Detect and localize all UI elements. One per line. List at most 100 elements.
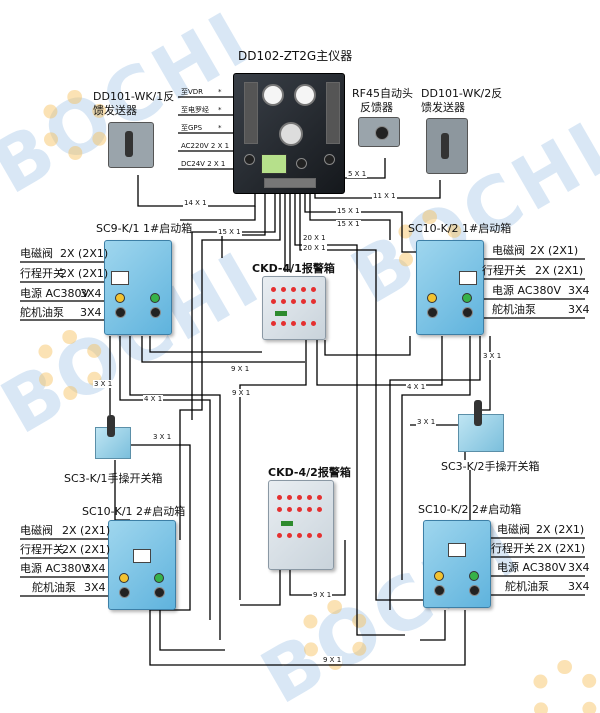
output-mark: * <box>218 88 222 96</box>
switch-knob-icon <box>154 587 165 598</box>
control-strip <box>326 82 340 144</box>
starter-box-sc9 <box>104 240 172 335</box>
starter-sc10-k2-1-title: SC10-K/2 1#启动箱 <box>408 222 512 235</box>
cable-label: 3 X 1 <box>416 418 437 426</box>
starter-sc10-k1-2-title: SC10-K/1 2#启动箱 <box>82 505 186 518</box>
cable-label: 4 X 1 <box>143 395 164 403</box>
cable-label: 20 X 1 <box>302 244 327 252</box>
lcd-screen <box>261 154 287 174</box>
meter-icon <box>111 271 129 285</box>
feedback-2-title-line2: 馈发送器 <box>421 101 465 114</box>
rf45-title-line1: RF45自动头 <box>352 87 413 100</box>
sc9-row-2-value: 2X (2X1) <box>60 267 109 280</box>
sc10-k2-1-row-2-label: 行程开关 <box>482 264 526 277</box>
sc9-row-1-value: 2X (2X1) <box>60 247 109 260</box>
main-unit-title: DD102-ZT2G主仪器 <box>238 49 353 63</box>
output-dc24-label: DC24V 2 X 1 <box>181 160 226 168</box>
indicator-icon <box>275 311 287 316</box>
switch-knob-icon <box>434 585 445 596</box>
lever-icon <box>125 131 133 157</box>
manual-switch-box-1 <box>95 415 131 460</box>
sc10-k2-2-row-1-label: 电磁阀 <box>497 523 530 536</box>
starter-sc9-title: SC9-K/1 1#启动箱 <box>96 222 193 235</box>
sc9-row-4-value: 3X4 <box>80 306 102 319</box>
lamp-icon <box>469 571 479 581</box>
bottom-panel <box>264 178 316 188</box>
starter-box-sc10-k2-2 <box>423 520 491 608</box>
meter-icon <box>459 271 477 285</box>
starter-box-sc10-k2-1 <box>416 240 484 335</box>
gauge-icon <box>262 84 284 106</box>
meter-icon <box>448 543 466 557</box>
lamp-icon <box>427 293 437 303</box>
lamp-icon <box>434 571 444 581</box>
output-vdr-label: 至VDR <box>181 88 204 96</box>
sc10-k2-2-row-4-label: 舵机油泵 <box>505 580 549 593</box>
meter-icon <box>133 549 151 563</box>
sc10-k2-1-row-1-value: 2X (2X1) <box>530 244 579 257</box>
sc10-k1-2-row-1-value: 2X (2X1) <box>62 524 111 537</box>
sc10-k2-1-row-3-value: 3X4 <box>568 284 590 297</box>
cable-label: 11 X 1 <box>372 192 397 200</box>
sc10-k2-2-row-3-label: 电源 AC380V <box>497 561 567 574</box>
output-ac220-label: AC220V 2 X 1 <box>181 142 230 150</box>
sc10-k2-2-row-2-label: 行程开关 <box>491 542 535 555</box>
switch-1-title: SC3-K/1手操开关箱 <box>64 472 163 485</box>
sc9-row-1-label: 电磁阀 <box>20 247 53 260</box>
rf45-feedback-unit <box>358 117 400 147</box>
lamp-icon <box>154 573 164 583</box>
lever-icon <box>107 415 115 437</box>
cable-label: 15 X 1 <box>217 228 242 236</box>
feedback-transmitter-2 <box>426 118 468 174</box>
control-strip <box>244 82 258 144</box>
sc10-k2-2-row-4-value: 3X4 <box>568 580 590 593</box>
cable-label: 9 X 1 <box>230 365 251 373</box>
cable-label: 3 X 1 <box>152 433 173 441</box>
sc10-k1-2-row-3-value: 3X4 <box>84 562 106 575</box>
output-gyro-label: 至电罗经 <box>181 106 209 114</box>
output-mark: * <box>218 124 222 132</box>
sc10-k1-2-row-3-label: 电源 AC380V <box>20 562 90 575</box>
feedback-2-title-line1: DD101-WK/2反 <box>421 87 503 100</box>
rudder-dial-icon <box>279 122 303 146</box>
feedback-transmitter-1 <box>108 122 154 168</box>
sc9-row-4-label: 舵机油泵 <box>20 306 64 319</box>
switch-knob-icon <box>469 585 480 596</box>
cable-label: 4 X 1 <box>406 383 427 391</box>
cable-label: 3 X 1 <box>482 352 503 360</box>
knob-icon <box>324 154 335 165</box>
lamp-icon <box>462 293 472 303</box>
cable-label: 3 X 1 <box>93 380 114 388</box>
output-gps-label: 至GPS <box>181 124 203 132</box>
cable-label: 9 X 1 <box>312 591 333 599</box>
lamp-icon <box>115 293 125 303</box>
sc10-k1-2-row-2-label: 行程开关 <box>20 543 64 556</box>
sc10-k1-2-row-2-value: 2X (2X1) <box>62 543 111 556</box>
sc9-row-3-value: 3X4 <box>80 287 102 300</box>
main-instrument-unit <box>233 73 345 194</box>
sc10-k2-2-row-3-value: 3X4 <box>568 561 590 574</box>
feedback-1-title-line2: 馈发送器 <box>93 104 137 117</box>
feedback-1-title-line1: DD101-WK/1反 <box>93 90 175 103</box>
lever-icon <box>474 400 482 426</box>
sc10-k1-2-row-4-label: 舵机油泵 <box>32 581 76 594</box>
cable-label: 9 X 1 <box>231 389 252 397</box>
manual-switch-box-2 <box>458 400 504 452</box>
rf45-title-line2: 反馈器 <box>360 101 393 114</box>
gauge-icon <box>294 84 316 106</box>
sc10-k2-2-row-1-value: 2X (2X1) <box>536 523 585 536</box>
cable-label: 15 X 1 <box>336 207 361 215</box>
sc10-k1-2-row-4-value: 3X4 <box>84 581 106 594</box>
starter-box-sc10-k1-2 <box>108 520 176 610</box>
cable-label: 15 X 1 <box>336 220 361 228</box>
sc10-k2-1-row-4-label: 舵机油泵 <box>492 303 536 316</box>
indicator-icon <box>281 521 293 526</box>
switch-knob-icon <box>119 587 130 598</box>
sc9-row-3-label: 电源 AC380V <box>20 287 90 300</box>
alarm-1-title: CKD-4/1报警箱 <box>252 262 335 275</box>
sc10-k2-2-row-2-value: 2X (2X1) <box>537 542 586 555</box>
sc10-k2-1-row-4-value: 3X4 <box>568 303 590 316</box>
knob-icon <box>375 126 389 140</box>
